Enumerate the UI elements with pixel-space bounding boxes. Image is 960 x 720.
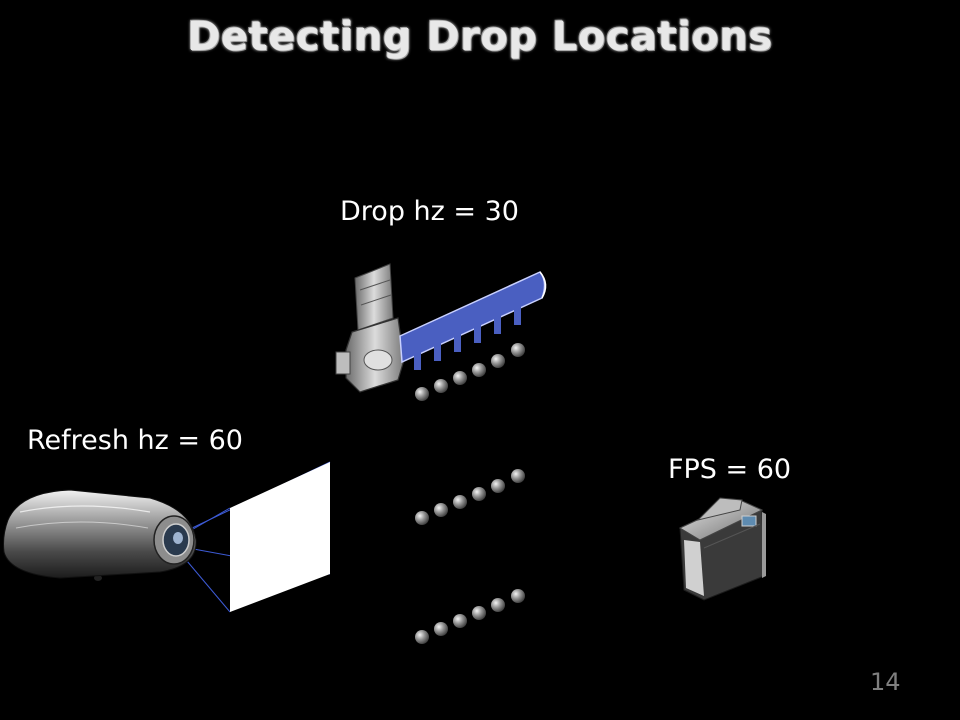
- water-drop: [472, 606, 486, 620]
- projection-screen: [230, 462, 330, 612]
- page-number: 14: [870, 668, 901, 696]
- water-drop: [491, 354, 505, 368]
- water-drop: [491, 598, 505, 612]
- water-drop: [511, 589, 525, 603]
- water-drop: [434, 622, 448, 636]
- drop-rate-label: Drop hz = 30: [340, 196, 519, 227]
- water-drop: [453, 371, 467, 385]
- projector-icon: [3, 489, 197, 581]
- water-drop: [491, 479, 505, 493]
- drop-row-middle: [415, 469, 525, 525]
- water-drop: [434, 379, 448, 393]
- fps-label: FPS = 60: [668, 454, 792, 485]
- water-drop: [511, 469, 525, 483]
- water-drop: [415, 387, 429, 401]
- water-drop: [434, 503, 448, 517]
- refresh-rate-label: Refresh hz = 60: [27, 425, 243, 456]
- drop-row-top: [415, 343, 525, 401]
- drop-manifold: [399, 271, 547, 370]
- water-drop: [415, 511, 429, 525]
- camera-icon: [678, 497, 766, 601]
- water-drop: [472, 363, 486, 377]
- slide-title: Detecting Drop Locations: [187, 14, 773, 60]
- drop-row-bottom: [415, 589, 525, 644]
- water-drop: [453, 614, 467, 628]
- water-drop: [511, 343, 525, 357]
- water-drop: [472, 487, 486, 501]
- water-drop: [453, 495, 467, 509]
- valve-icon: [335, 263, 405, 393]
- water-drop: [415, 630, 429, 644]
